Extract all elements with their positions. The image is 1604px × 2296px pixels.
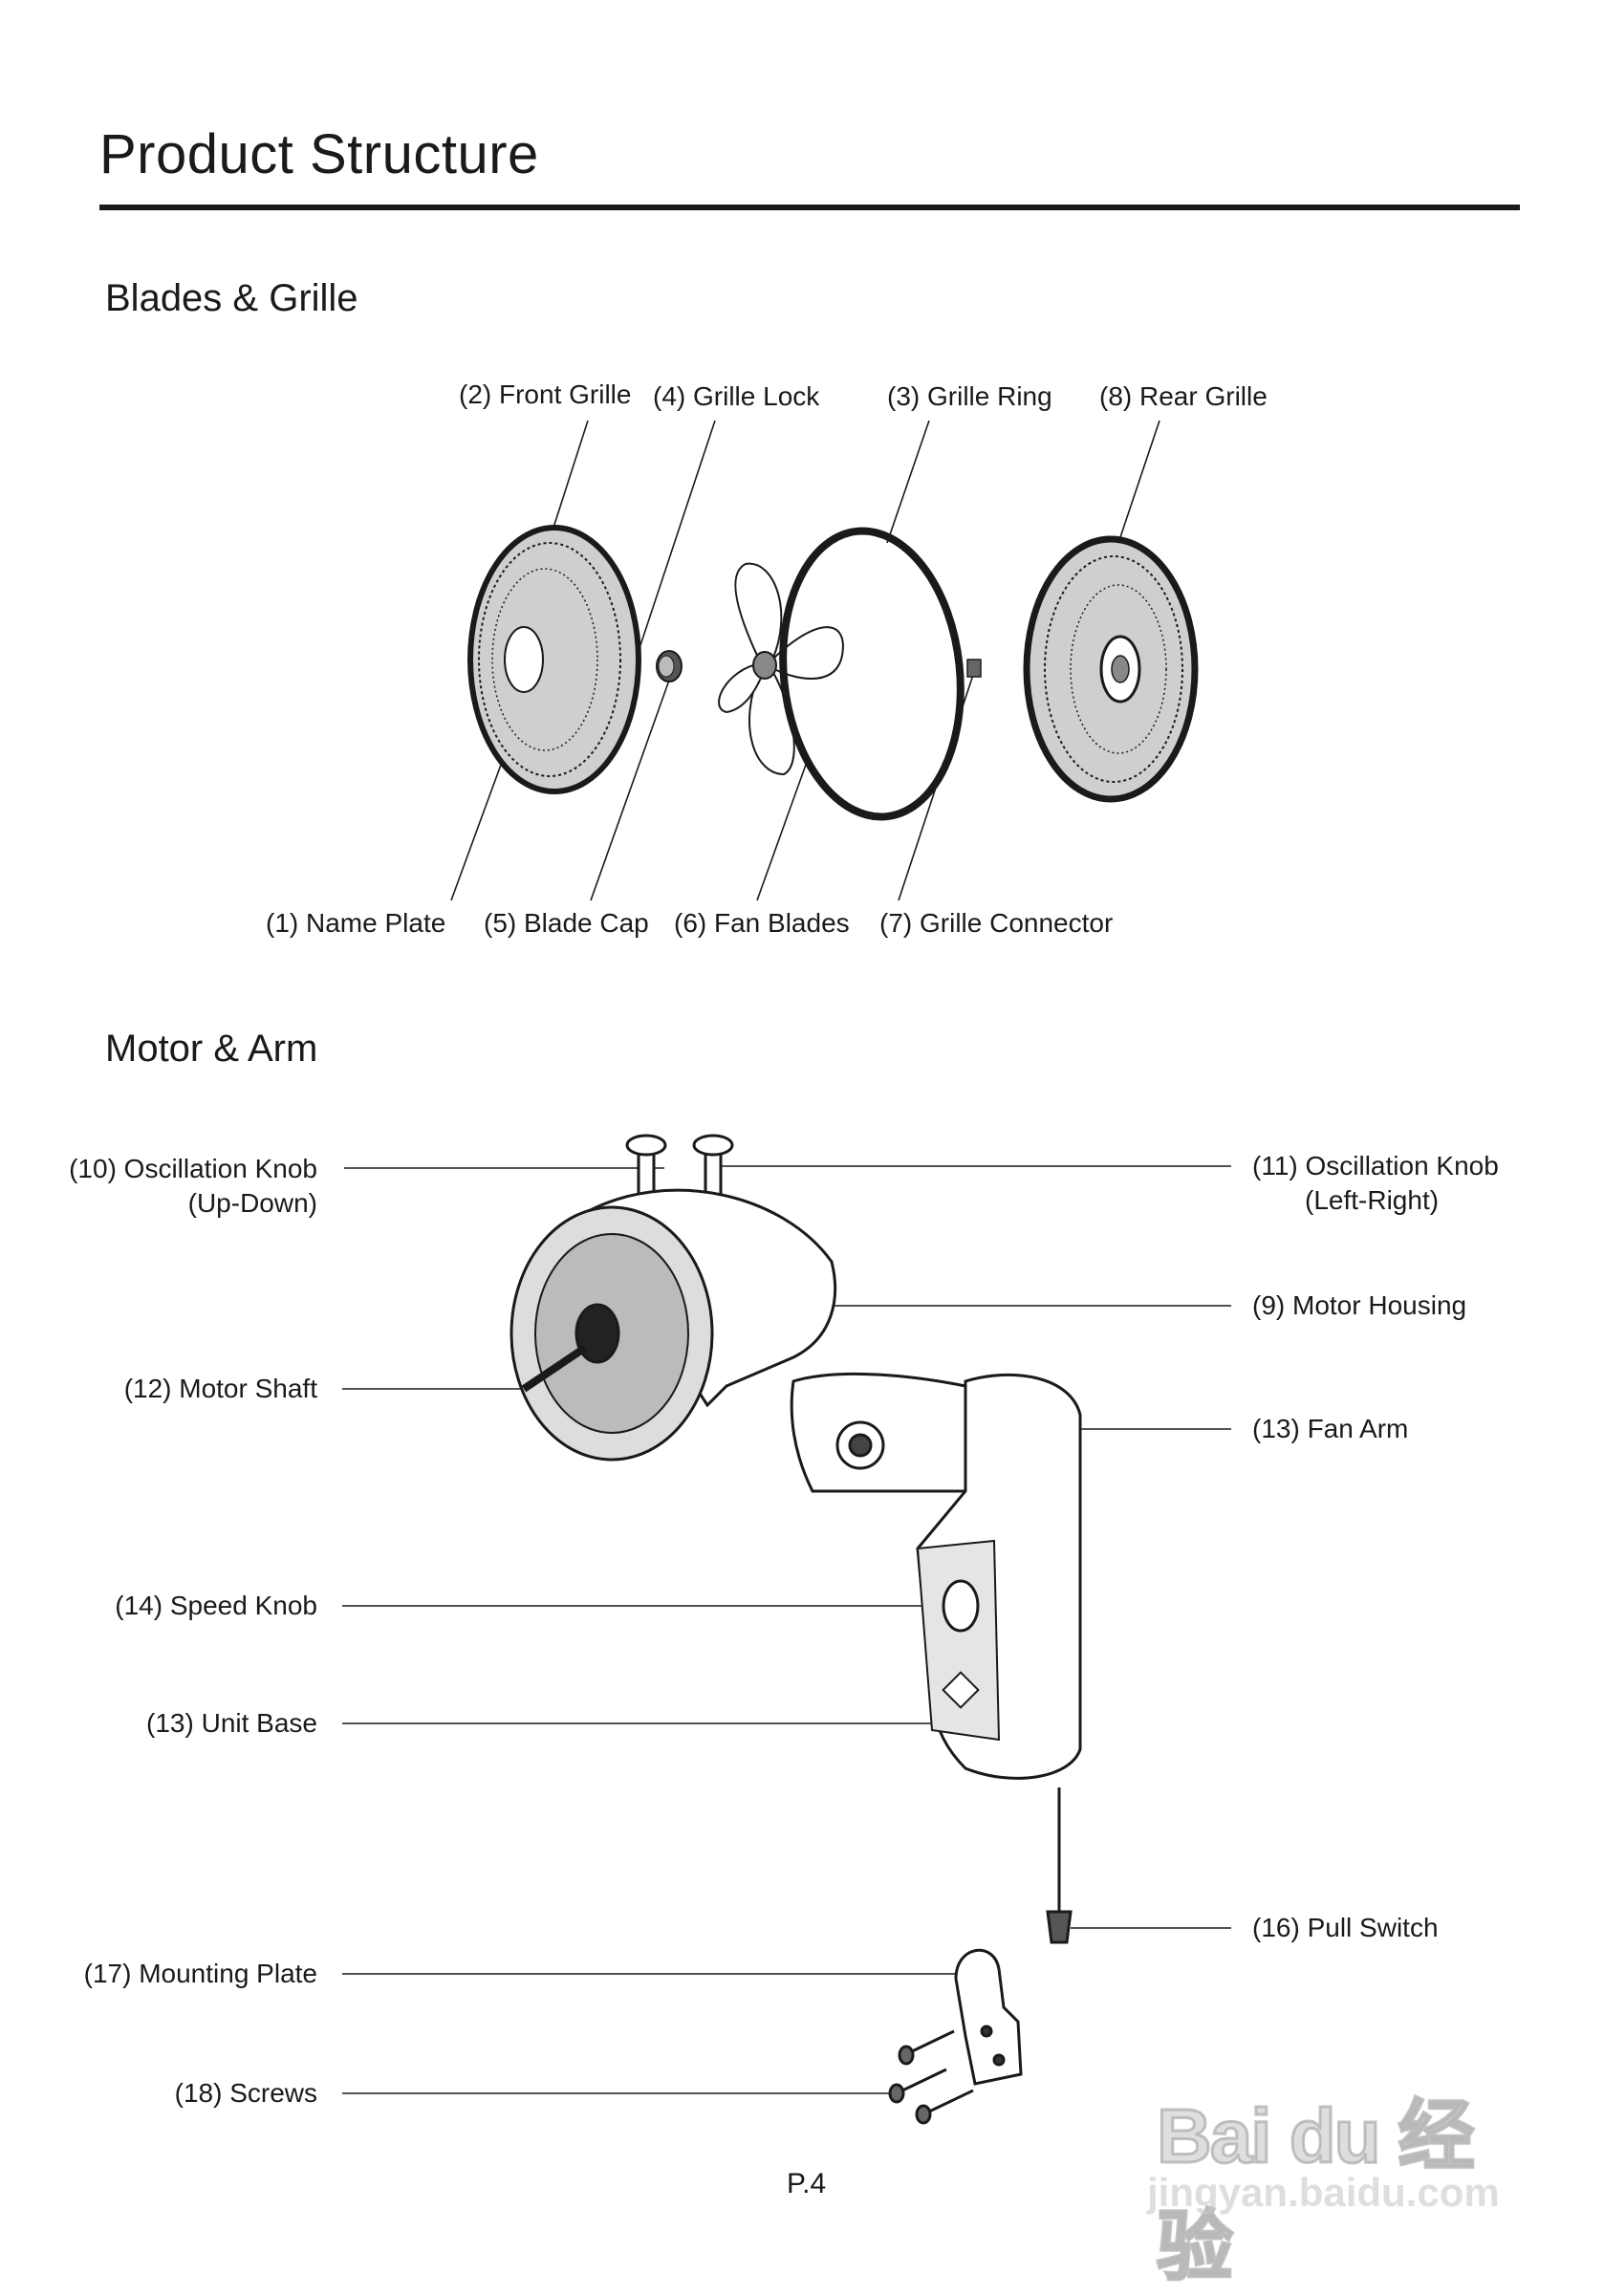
label-pull-switch: (16) Pull Switch (1252, 1913, 1439, 1942)
label-front-grille: (2) Front Grille (459, 379, 632, 409)
leader-rear-grille (1117, 420, 1160, 544)
leader-grille-lock (635, 420, 716, 661)
page-number: P.4 (787, 2168, 827, 2199)
title-rule (99, 205, 1520, 210)
label-grille-lock: (4) Grille Lock (653, 381, 820, 411)
grille-ring-drawing (779, 527, 965, 821)
label-motor-shaft: (12) Motor Shaft (123, 1374, 317, 1403)
label-speed-knob: (14) Speed Knob (115, 1591, 317, 1620)
leader-grille-ring (886, 420, 930, 544)
oscillation-knobs-drawing (625, 1134, 734, 1202)
label-rear-grille: (8) Rear Grille (1099, 381, 1268, 411)
label-blade-cap: (5) Blade Cap (484, 908, 649, 938)
pull-switch-drawing (1046, 1910, 1073, 1944)
section-heading-blades-grille: Blades & Grille (105, 277, 358, 319)
leader-front-grille (552, 420, 589, 531)
label-fan-arm: (13) Fan Arm (1252, 1414, 1409, 1443)
screws-drawing (888, 2029, 974, 2125)
label-motor-housing: (9) Motor Housing (1252, 1290, 1467, 1320)
baidu-watermark: Bai du 经验 jingyan.baidu.com (1118, 2026, 1520, 2291)
section-heading-motor-arm: Motor & Arm (105, 1028, 318, 1070)
label-osc-knob-ud: (10) Oscillation Knob (Up-Down) (69, 1152, 317, 1222)
leader-fan-blades (756, 764, 807, 901)
label-unit-base: (13) Unit Base (146, 1708, 317, 1738)
label-grille-ring: (3) Grille Ring (887, 381, 1052, 411)
leader-blade-cap (590, 674, 672, 901)
label-screws: (18) Screws (174, 2078, 317, 2108)
front-grille-drawing (467, 525, 641, 794)
label-osc-knob-lr-line1: (11) Oscillation Knob (1252, 1151, 1499, 1180)
blade-cap-drawing (656, 650, 683, 682)
label-osc-knob-lr: (11) Oscillation Knob (Left-Right) (1252, 1149, 1499, 1219)
label-grille-connector: (7) Grille Connector (879, 908, 1114, 938)
grille-connector-drawing (966, 659, 982, 678)
label-mounting-plate: (17) Mounting Plate (83, 1959, 317, 1988)
page-title: Product Structure (99, 123, 539, 185)
label-fan-blades: (6) Fan Blades (674, 908, 850, 938)
label-osc-knob-ud-line2: (Up-Down) (187, 1188, 317, 1219)
label-name-plate: (1) Name Plate (266, 908, 446, 938)
speed-knob-drawing (942, 1579, 980, 1633)
motor-assembly-drawing (509, 1134, 1082, 1944)
watermark-url: jingyan.baidu.com (1147, 2170, 1500, 2215)
motor-shaft-drawing (521, 1344, 588, 1393)
mounting-plate-drawing (954, 1948, 1023, 2086)
label-osc-knob-ud-line1: (10) Oscillation Knob (69, 1154, 317, 1183)
rear-grille-drawing (1023, 535, 1199, 803)
label-osc-knob-lr-line2: (Left-Right) (1305, 1185, 1440, 1216)
